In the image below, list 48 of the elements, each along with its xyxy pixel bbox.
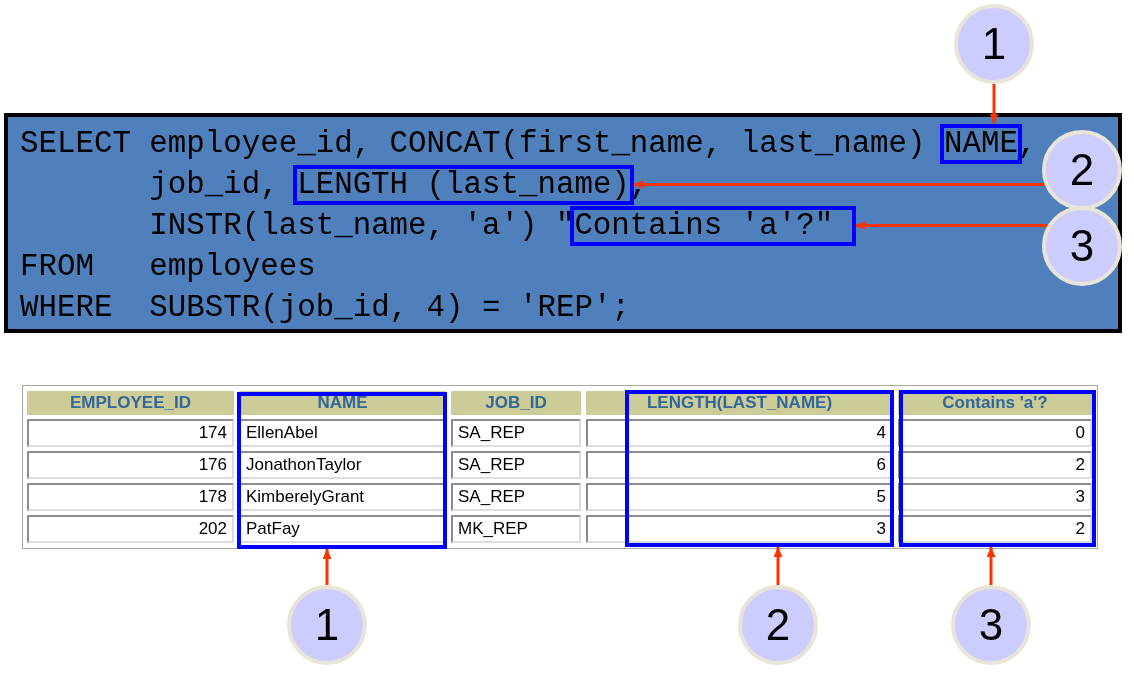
data-cell: SA_REP xyxy=(451,483,581,511)
arrow xyxy=(989,84,999,124)
data-cell: 2 xyxy=(898,515,1092,543)
code-text: employees xyxy=(149,248,316,286)
highlighted-code: NAME xyxy=(940,123,1022,164)
code-text: employee_id, CONCAT(first_name, last_name) xyxy=(149,125,926,163)
data-cell: KimberelyGrant xyxy=(239,483,446,511)
code-keyword: FROM xyxy=(20,248,94,286)
column-header: JOB_ID xyxy=(451,391,581,415)
data-cell: 6 xyxy=(586,451,893,479)
highlight-outline xyxy=(625,390,894,547)
highlighted-code: Contains 'a'?" xyxy=(570,205,856,246)
callout-number: 3 xyxy=(951,585,1031,665)
data-cell: MK_REP xyxy=(451,515,581,543)
data-cell: 174 xyxy=(27,419,234,447)
callout-number: 2 xyxy=(1042,130,1122,210)
data-cell: 2 xyxy=(898,451,1092,479)
data-cell: JonathonTaylor xyxy=(239,451,446,479)
data-cell: SA_REP xyxy=(451,451,581,479)
highlighted-code: LENGTH (last_name) xyxy=(293,164,634,205)
callout-number: 1 xyxy=(287,585,367,665)
arrow xyxy=(855,221,1048,230)
highlight-outline xyxy=(237,392,447,549)
data-cell: 202 xyxy=(27,515,234,543)
arrow xyxy=(633,180,1045,189)
code-keyword: SELECT xyxy=(20,125,131,163)
data-cell: 4 xyxy=(586,419,893,447)
code-text: SUBSTR(job_id, 4) = 'REP'; xyxy=(149,289,630,327)
data-cell: 176 xyxy=(27,451,234,479)
callout-number: 1 xyxy=(954,4,1034,84)
data-cell: SA_REP xyxy=(451,419,581,447)
data-cell: 5 xyxy=(586,483,893,511)
callout-number: 2 xyxy=(738,585,818,665)
data-cell: 3 xyxy=(898,483,1092,511)
code-panel xyxy=(4,113,1122,333)
data-cell: 3 xyxy=(586,515,893,543)
callout-number: 3 xyxy=(1042,206,1122,286)
highlight-outline xyxy=(899,390,1096,547)
data-cell: 178 xyxy=(27,483,234,511)
data-cell: PatFay xyxy=(239,515,446,543)
data-cell: EllenAbel xyxy=(239,419,446,447)
arrow xyxy=(773,547,783,585)
code-text: job_id, xyxy=(149,166,279,204)
column-header: EMPLOYEE_ID xyxy=(27,391,234,415)
code-keyword: WHERE xyxy=(20,289,113,327)
data-cell: 0 xyxy=(898,419,1092,447)
arrow xyxy=(322,549,332,585)
arrow xyxy=(986,547,996,585)
